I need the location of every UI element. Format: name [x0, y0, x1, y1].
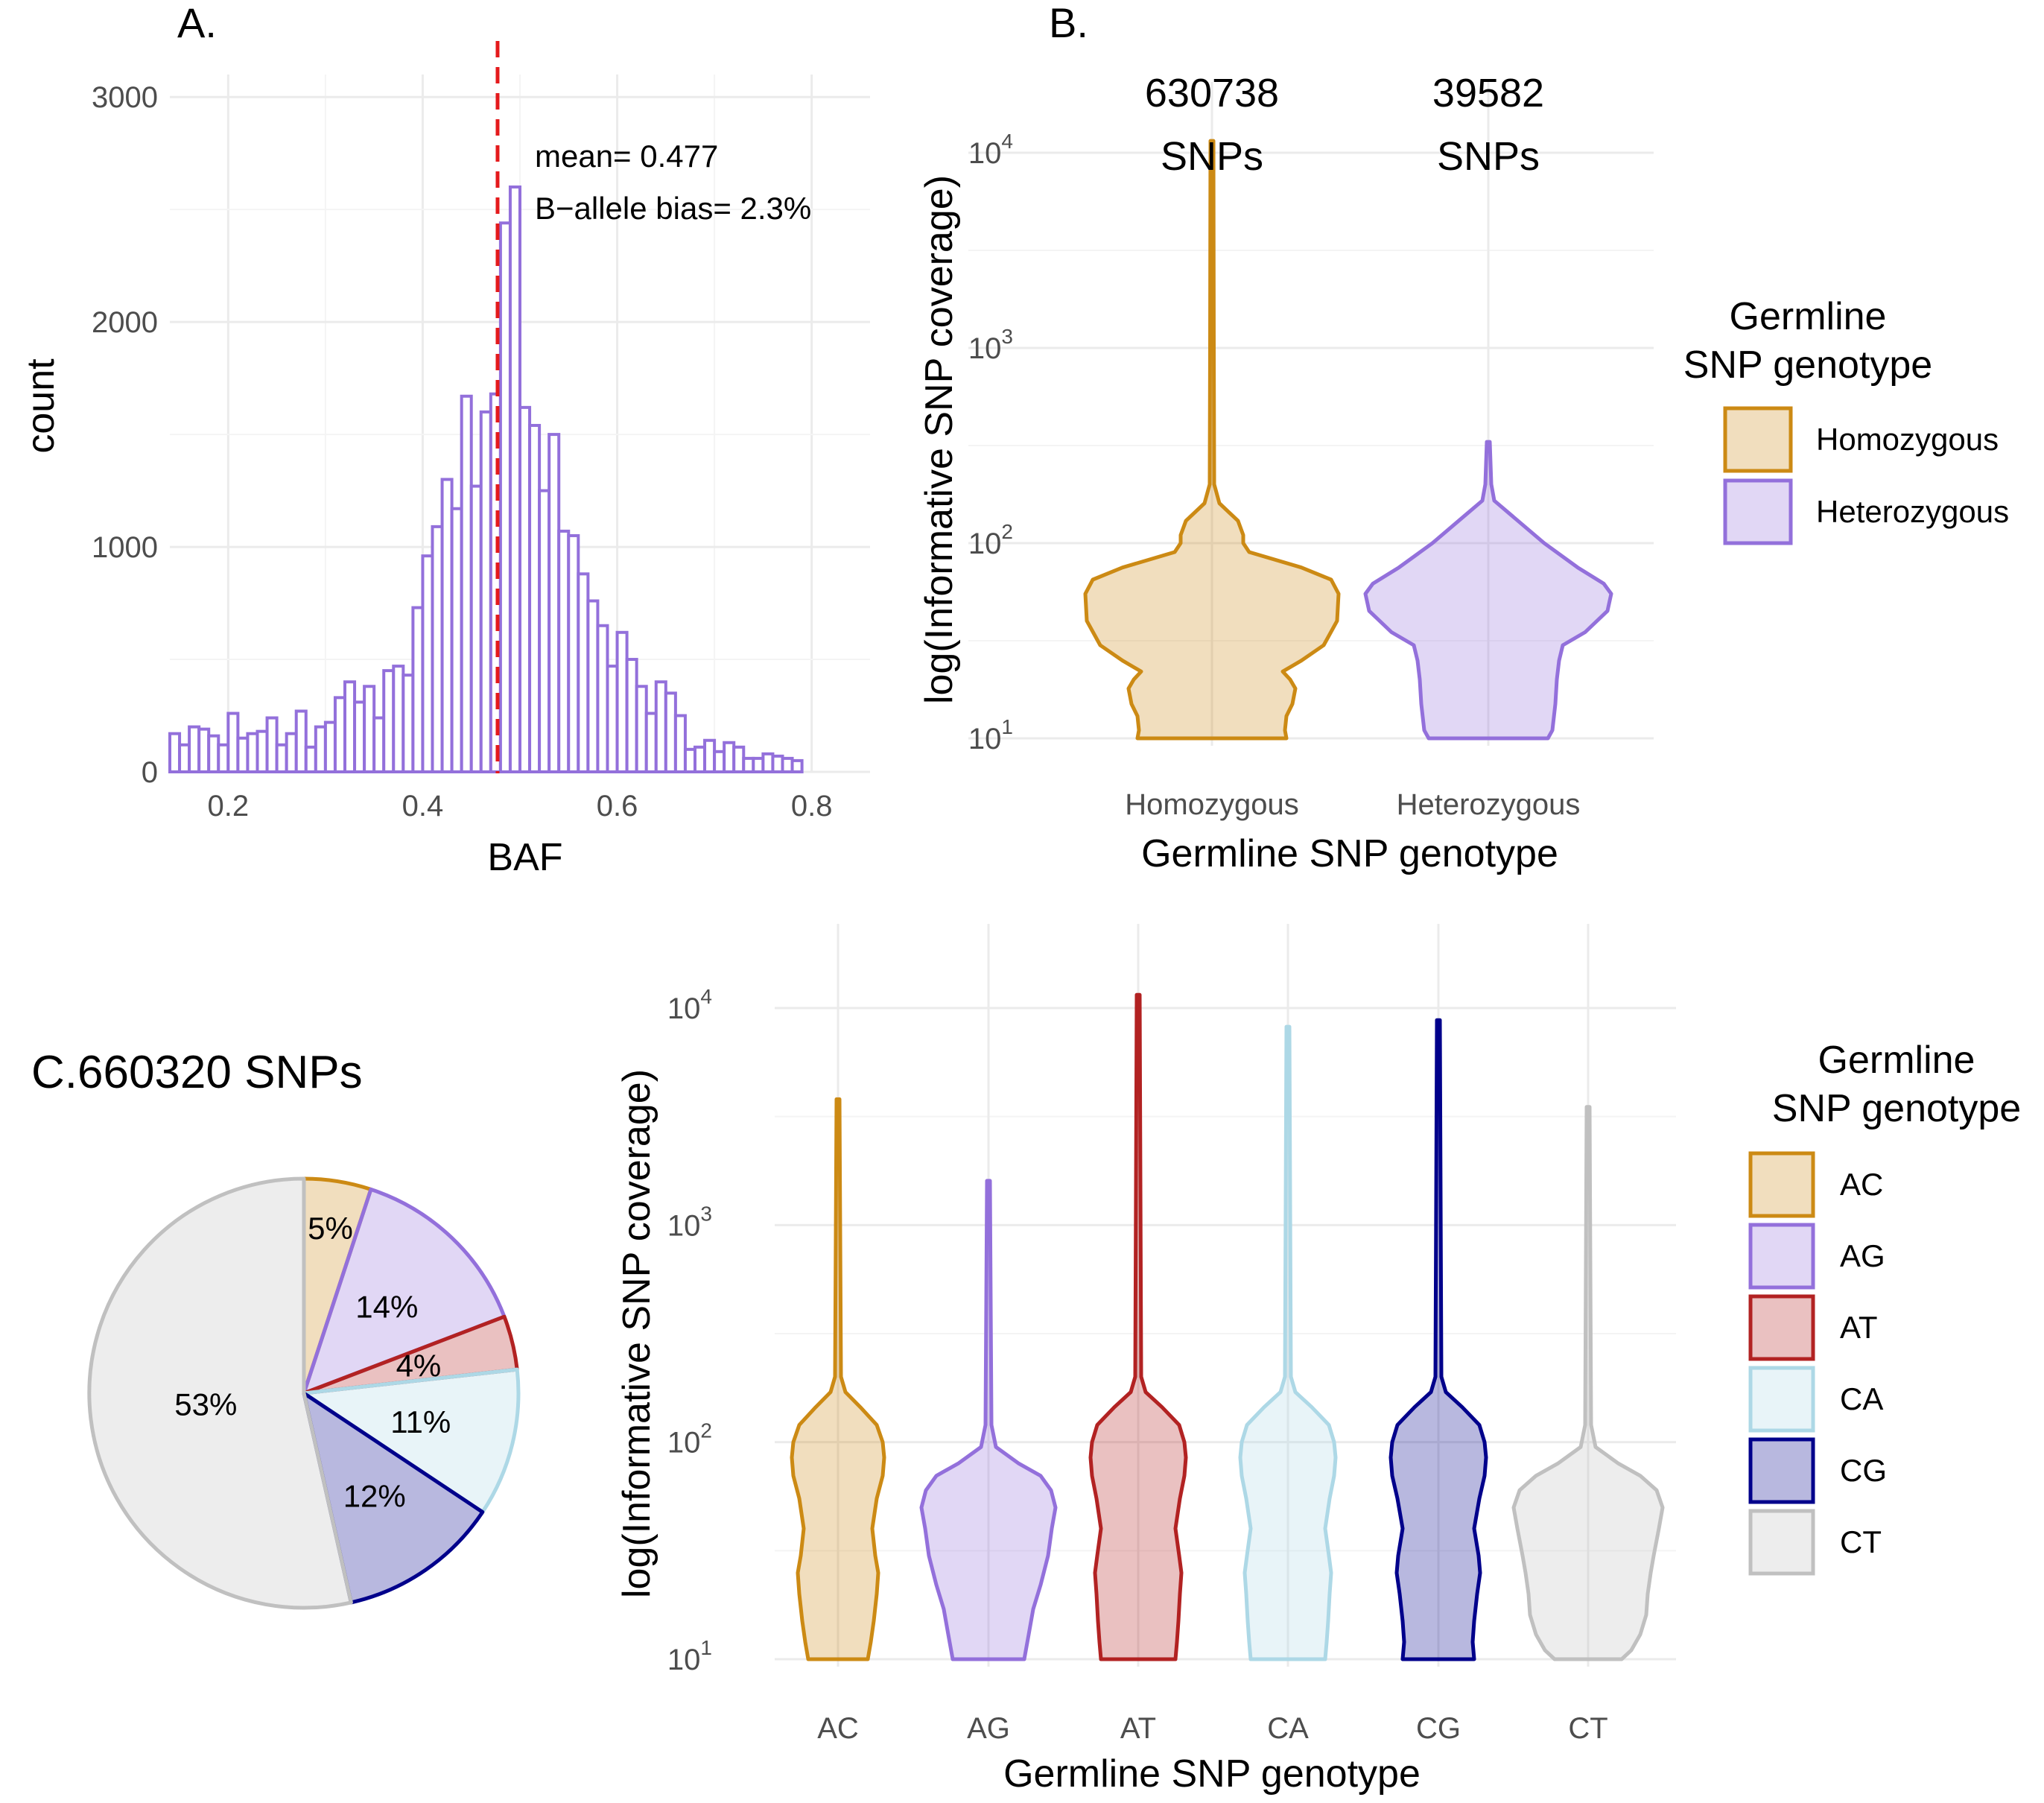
- legend-label: Heterozygous: [1816, 494, 2009, 529]
- pie-slice-cg: [302, 1391, 485, 1605]
- legend-swatch: [1723, 406, 1793, 473]
- violin-cg: [1388, 1018, 1488, 1661]
- x-tick-label: 0.2: [208, 790, 250, 823]
- y-tick-label: 101: [667, 1636, 712, 1676]
- pie-slice-ca: [302, 1367, 521, 1514]
- x-tick-label: Heterozygous: [1397, 788, 1581, 821]
- x-tick-label: AC: [817, 1712, 859, 1745]
- mean-annotation: mean= 0.477: [535, 139, 718, 174]
- histogram-bar: [790, 758, 804, 773]
- legend-label: CG: [1840, 1453, 1887, 1488]
- violin-ac: [790, 1097, 886, 1661]
- panel-d-legend: Germline SNP genotype AC AG AT CA CG CT: [1748, 1039, 2021, 1576]
- violin-heterozygous: [1363, 440, 1613, 741]
- pie-label: 5%: [308, 1211, 353, 1246]
- legend-label: AC: [1840, 1167, 1883, 1202]
- panel-a-label: A.: [177, 0, 217, 46]
- pie-slice-ag: [302, 1187, 507, 1395]
- panel-b-ylabel: log(Informative SNP coverage): [918, 175, 961, 704]
- legend-swatch: [1723, 478, 1793, 545]
- panel-b-label: B.: [1049, 0, 1088, 46]
- legend-d-title-1: Germline: [1818, 1039, 1975, 1082]
- histogram-bar: [294, 709, 308, 773]
- legend-b-title-2: SNP genotype: [1683, 343, 1932, 387]
- legend-d-title-2: SNP genotype: [1772, 1087, 2021, 1130]
- violin-homozygous: [1083, 139, 1341, 741]
- pie-label: 53%: [174, 1387, 237, 1422]
- panel-a-ticks: 0.2 0.4 0.6 0.8 0 1000 2000 3000: [92, 81, 832, 823]
- x-tick-label: 0.8: [791, 790, 833, 823]
- pie-label: 4%: [396, 1349, 442, 1384]
- pie-label: 11%: [390, 1404, 451, 1439]
- legend-label: Homozygous: [1816, 422, 1999, 457]
- violin-ct: [1511, 1105, 1665, 1661]
- legend-b-title-1: Germline: [1730, 295, 1887, 338]
- panel-a-ylabel: count: [19, 358, 63, 454]
- x-tick-label: 0.4: [402, 790, 444, 823]
- panel-b-xlabel: Germline SNP genotype: [1141, 832, 1558, 875]
- y-tick-label: 102: [667, 1419, 712, 1460]
- y-tick-label: 2000: [92, 306, 158, 339]
- bias-annotation: B−allele bias= 2.3%: [535, 191, 811, 226]
- y-tick-label: 104: [968, 130, 1013, 170]
- panel-a-bars: [168, 185, 804, 774]
- x-tick-label: CA: [1267, 1712, 1309, 1745]
- x-tick-label: CG: [1416, 1712, 1461, 1745]
- pie-labels: 5% 14% 4% 11% 12% 53%: [174, 1211, 451, 1513]
- y-tick-label: 103: [667, 1202, 712, 1242]
- y-tick-label: 103: [968, 325, 1013, 365]
- count-suffix-heterozygous: SNPs: [1437, 134, 1540, 179]
- pie-label: 14%: [355, 1289, 418, 1324]
- x-tick-label: CT: [1568, 1712, 1607, 1745]
- x-tick-label: AT: [1120, 1712, 1156, 1745]
- y-tick-label: 104: [667, 985, 712, 1025]
- x-tick-label: 0.6: [597, 790, 638, 823]
- pie-title: C.660320 SNPs: [31, 1047, 363, 1098]
- count-suffix-homozygous: SNPs: [1161, 134, 1263, 179]
- legend-label: AT: [1840, 1310, 1878, 1345]
- legend-label: AG: [1840, 1238, 1885, 1273]
- panel-d-ylabel: log(Informative SNP coverage): [615, 1069, 658, 1598]
- panel-d-xlabel: Germline SNP genotype: [1003, 1752, 1421, 1796]
- legend-label: CT: [1840, 1524, 1882, 1559]
- panel-b-legend: Germline SNP genotype HomozygousHeterozy…: [1683, 295, 2009, 545]
- legend-swatch: [1748, 1509, 1815, 1576]
- x-tick-label: AG: [967, 1712, 1010, 1745]
- count-heterozygous: 39582: [1432, 71, 1544, 115]
- y-tick-label: 3000: [92, 81, 158, 114]
- y-tick-label: 101: [968, 715, 1013, 755]
- violin-ca: [1238, 1024, 1338, 1661]
- legend-swatch: [1748, 1223, 1815, 1290]
- histogram-bar: [673, 714, 687, 773]
- panel-b-grid: [968, 82, 1654, 746]
- legend-swatch: [1748, 1294, 1815, 1361]
- pie-label: 12%: [343, 1479, 406, 1514]
- panel-b-violins: [1083, 139, 1613, 741]
- panel-a-xlabel: BAF: [487, 836, 562, 879]
- legend-d-items: AC AG AT CA CG CT: [1748, 1151, 1887, 1576]
- count-homozygous: 630738: [1145, 71, 1279, 115]
- violin-ag: [919, 1179, 1058, 1661]
- legend-swatch: [1748, 1366, 1815, 1433]
- y-tick-label: 1000: [92, 531, 158, 564]
- legend-swatch: [1748, 1151, 1815, 1218]
- violin-at: [1088, 992, 1188, 1661]
- pie-slice-ct: [87, 1176, 353, 1610]
- x-tick-label: Homozygous: [1125, 788, 1298, 821]
- legend-label: CA: [1840, 1381, 1883, 1416]
- panel-c-pie: C.660320 SNPs 5% 14% 4% 11% 12% 53%: [31, 1047, 521, 1610]
- pie-slices: [87, 1176, 521, 1610]
- y-tick-label: 0: [142, 756, 158, 789]
- legend-swatch: [1748, 1437, 1815, 1504]
- panel-d-violins: [790, 992, 1665, 1661]
- y-tick-label: 102: [968, 520, 1013, 560]
